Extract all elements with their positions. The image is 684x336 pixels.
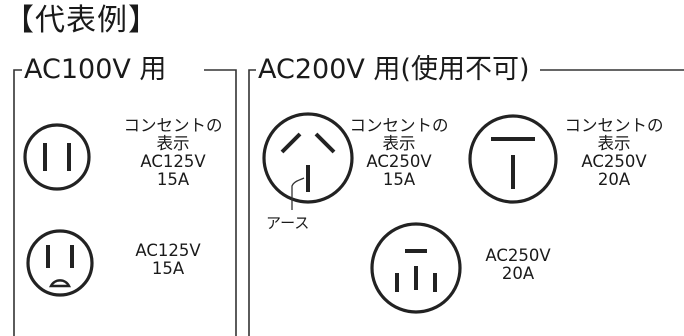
outlet-5-label-line-2: 20A bbox=[501, 264, 535, 283]
outlet-4-label-line-4: 20A bbox=[597, 170, 631, 189]
outlet-ac250v-20a-icon bbox=[468, 114, 558, 204]
outlet-3-label-line-3: AC250V bbox=[366, 152, 432, 171]
outlet-5-label: AC250V 20A bbox=[468, 247, 568, 283]
outlet-3-label-line-2: 表示 bbox=[382, 134, 416, 153]
outlet-3-label-line-4: 15A bbox=[382, 170, 416, 189]
outlet-3-label-line-1: コンセントの bbox=[349, 116, 449, 135]
page-title: 【代表例】 bbox=[4, 3, 159, 38]
outlet-3-label: コンセントの 表示 AC250V 15A bbox=[340, 117, 458, 189]
outlet-2-label: AC125V 15A bbox=[118, 242, 218, 278]
outlet-ac125v-15a-grounded-icon bbox=[26, 229, 94, 297]
outlet-4-label-line-1: コンセントの bbox=[564, 116, 664, 135]
outlet-1-label-line-3: AC125V bbox=[140, 152, 206, 171]
ground-leader-line bbox=[291, 177, 305, 210]
outlet-ac250v-15a-icon bbox=[262, 112, 354, 204]
group-title-ac100v: AC100V 用 bbox=[22, 54, 169, 85]
outlet-1-label: コンセントの 表示 AC125V 15A bbox=[114, 117, 232, 189]
group-title-ac200v: AC200V 用(使用不可) bbox=[256, 54, 532, 85]
ac200v-group-frame bbox=[248, 69, 684, 336]
ground-label: アース bbox=[266, 214, 310, 232]
ac100v-group-frame bbox=[13, 69, 237, 336]
outlet-5-label-line-1: AC250V bbox=[485, 246, 551, 265]
outlet-1-label-line-2: 表示 bbox=[156, 134, 190, 153]
outlet-4-label-line-3: AC250V bbox=[581, 152, 647, 171]
outlet-1-label-line-4: 15A bbox=[156, 170, 190, 189]
outlet-4-label: コンセントの 表示 AC250V 20A bbox=[553, 117, 675, 189]
outlet-4-label-line-2: 表示 bbox=[597, 134, 631, 153]
outlet-2-label-line-2: 15A bbox=[151, 259, 185, 278]
outlet-1-label-line-1: コンセントの bbox=[123, 116, 223, 135]
outlet-ac125v-15a-icon bbox=[23, 123, 91, 191]
outlet-2-label-line-1: AC125V bbox=[135, 241, 201, 260]
outlet-ac250v-20a-grounded-icon bbox=[370, 222, 462, 314]
